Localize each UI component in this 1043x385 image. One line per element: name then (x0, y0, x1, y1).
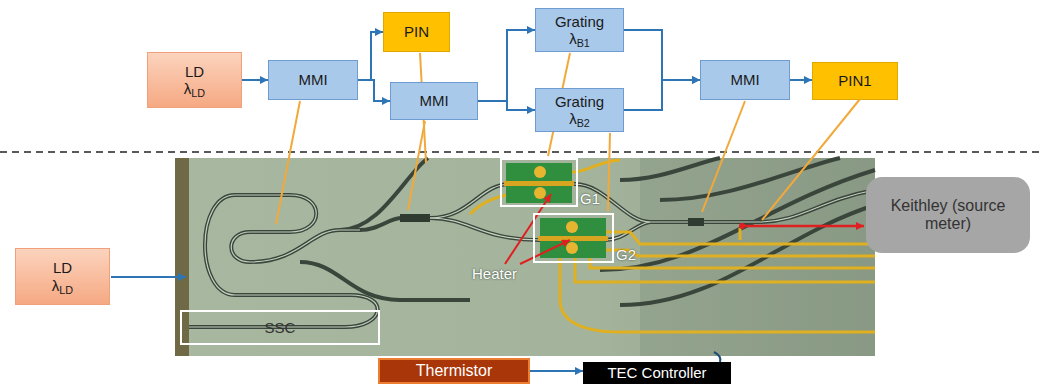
laser-box: LDλLD (15, 248, 110, 305)
node-text: λB1 (569, 30, 590, 47)
bond-pad (566, 221, 578, 233)
bond-pad (534, 166, 546, 178)
instrument-box: Keithley (source meter) (866, 177, 1030, 253)
connector-arrow (790, 79, 812, 81)
node-text: SSC (265, 319, 296, 336)
node-text: Keithley (source meter) (878, 197, 1018, 234)
subscript: LD (59, 284, 73, 296)
callout-label: Heater (472, 265, 517, 282)
node-text: Thermistor (416, 362, 492, 380)
node-text: G1 (580, 190, 600, 207)
ssc-frame: SSC (180, 310, 380, 345)
chip-photo (175, 158, 875, 356)
grating-frame: G1 (500, 158, 578, 207)
laser-input-arrow (111, 276, 186, 278)
node-text: λB2 (569, 110, 590, 127)
mmi-box: MMI (700, 60, 790, 100)
leader-lines (276, 53, 860, 224)
node-text: PIN (404, 23, 429, 40)
node-text: λLD (52, 277, 73, 294)
connector-arrow (624, 80, 700, 110)
waveguides (189, 158, 875, 327)
connector-arrow (478, 101, 535, 110)
probe-wire (744, 225, 864, 228)
connector-arrow (358, 32, 383, 80)
node-text: PIN1 (838, 72, 871, 89)
photodiode-box: PIN1 (812, 62, 898, 100)
connector-arrow (358, 80, 390, 101)
node-text: MMI (298, 71, 327, 88)
connector-arrow (624, 30, 700, 80)
heater-pointer (520, 240, 570, 264)
node-text: MMI (730, 71, 759, 88)
subscript: B1 (577, 37, 590, 49)
connector-arrow (530, 370, 583, 372)
tec-link (714, 352, 720, 362)
node-text: TEC Controller (607, 364, 706, 381)
mmi-box: MMI (390, 82, 478, 120)
chip-edge (175, 158, 189, 356)
node-text: Grating (555, 93, 604, 110)
grating-box: GratingλB2 (535, 88, 624, 132)
grating-frame: G2 (533, 213, 614, 263)
photodiode-box: PIN (383, 12, 450, 52)
node-text: G2 (616, 246, 636, 263)
heater-strip (538, 236, 608, 241)
mmi-box: MMI (268, 60, 358, 100)
bond-pad (534, 187, 546, 199)
node-text: MMI (419, 92, 448, 109)
subscript: B2 (577, 117, 590, 129)
heater-strip (504, 181, 574, 186)
mmi-section (400, 214, 430, 222)
subscript: LD (191, 87, 205, 99)
connector-arrow (478, 30, 535, 101)
connector-arrow (242, 79, 268, 81)
node-text: LD (185, 63, 204, 80)
thermistor-box: Thermistor (378, 358, 530, 384)
laser-box: LDλLD (147, 52, 242, 108)
bond-pad (566, 242, 578, 254)
controller-box: TEC Controller (583, 362, 731, 384)
node-text: LD (53, 259, 72, 276)
grating-box: GratingλB1 (535, 8, 624, 52)
separator-line (0, 151, 1043, 153)
node-text: Grating (555, 13, 604, 30)
node-text: λLD (184, 80, 205, 97)
gold-wires (470, 160, 875, 332)
mmi-section (688, 218, 704, 226)
